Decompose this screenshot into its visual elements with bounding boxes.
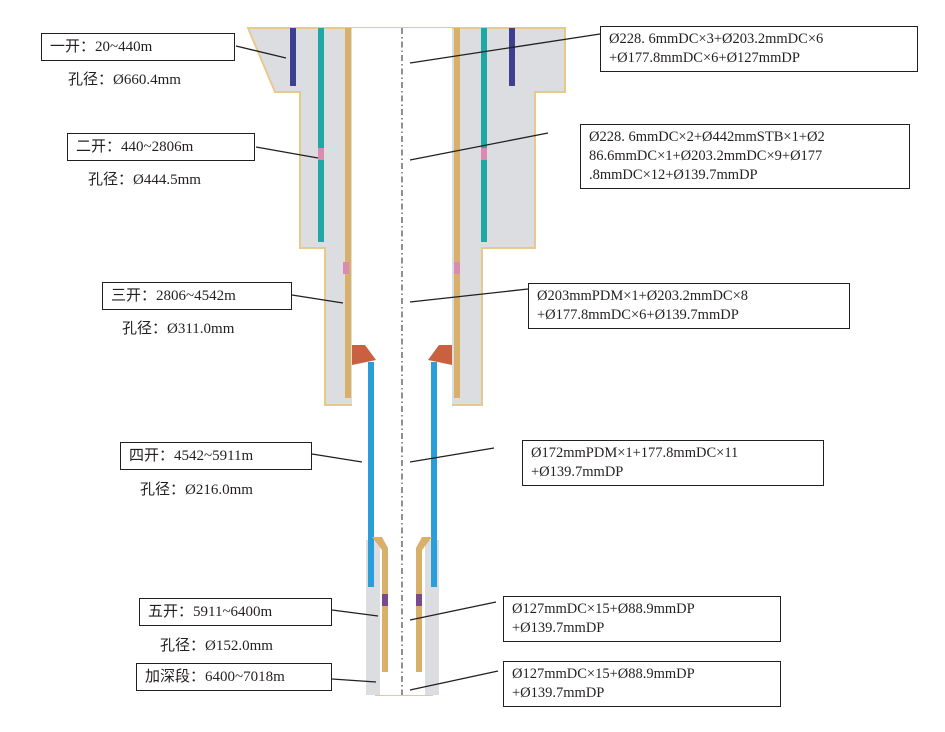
leader-section-3 bbox=[291, 294, 344, 304]
bha-spec-1-line-1: Ø228. 6mmDC×3+Ø203.2mmDC×6 bbox=[609, 31, 824, 47]
bha-spec-1: Ø228. 6mmDC×3+Ø203.2mmDC×6 +Ø177.8mmDC×6… bbox=[600, 26, 918, 72]
section-label-2: 二开：440~2806m bbox=[67, 133, 255, 161]
jar-right bbox=[416, 594, 422, 606]
collar-teal-right bbox=[481, 28, 487, 242]
bore-diameter-4: 孔径：Ø216.0mm bbox=[140, 482, 253, 498]
motor-right bbox=[428, 345, 452, 365]
leader-spec-3 bbox=[409, 288, 529, 303]
leader-section-4 bbox=[311, 453, 363, 463]
section-label-6: 加深段：6400~7018m bbox=[136, 663, 332, 691]
jar-left bbox=[382, 594, 388, 606]
crossover-left bbox=[372, 537, 388, 592]
bha-spec-6-line-2: +Ø139.7mmDP bbox=[512, 685, 605, 701]
drill-pipe-lower-left bbox=[382, 592, 388, 672]
bha-spec-4-line-2: +Ø139.7mmDP bbox=[531, 464, 624, 480]
bha-spec-5: Ø127mmDC×15+Ø88.9mmDP +Ø139.7mmDP bbox=[503, 596, 781, 642]
bore-diameter-1: 孔径：Ø660.4mm bbox=[68, 72, 181, 88]
leader-spec-2 bbox=[409, 132, 549, 161]
bha-spec-6-line-1: Ø127mmDC×15+Ø88.9mmDP bbox=[512, 666, 695, 682]
motor-left bbox=[352, 345, 376, 365]
bha-spec-6: Ø127mmDC×15+Ø88.9mmDP +Ø139.7mmDP bbox=[503, 661, 781, 707]
collar-teal-left bbox=[318, 28, 324, 242]
bha-spec-2-line-2: 86.6mmDC×1+Ø203.2mmDC×9+Ø177 bbox=[589, 148, 823, 164]
leader-section-2 bbox=[255, 146, 319, 159]
bha-spec-4-line-1: Ø172mmPDM×1+177.8mmDC×11 bbox=[531, 445, 739, 461]
section-label-1: 一开：20~440m bbox=[41, 33, 235, 61]
collar-navy-right bbox=[509, 28, 515, 86]
bha-spec-5-line-2: +Ø139.7mmDP bbox=[512, 620, 605, 636]
section-label-5: 五开：5911~6400m bbox=[139, 598, 332, 626]
bha-spec-5-line-1: Ø127mmDC×15+Ø88.9mmDP bbox=[512, 601, 695, 617]
bha-spec-3-line-1: Ø203mmPDM×1+Ø203.2mmDC×8 bbox=[537, 288, 749, 304]
bore-diameter-5: 孔径：Ø152.0mm bbox=[160, 638, 273, 654]
bha-spec-3-line-2: +Ø177.8mmDC×6+Ø139.7mmDP bbox=[537, 307, 739, 323]
crossover-right bbox=[416, 537, 432, 592]
leader-section-6 bbox=[331, 678, 377, 683]
drill-pipe-lower-right bbox=[416, 592, 422, 672]
stabilizer-right-1 bbox=[481, 148, 487, 160]
leader-section-1 bbox=[235, 45, 287, 59]
bha-spec-2-line-3: .8mmDC×12+Ø139.7mmDP bbox=[589, 167, 758, 183]
bha-spec-3: Ø203mmPDM×1+Ø203.2mmDC×8 +Ø177.8mmDC×6+Ø… bbox=[528, 283, 850, 329]
drill-pipe-left bbox=[345, 28, 351, 398]
leader-spec-5 bbox=[409, 601, 497, 621]
stabilizer-left-2 bbox=[343, 262, 349, 274]
drill-pipe-right bbox=[454, 28, 460, 398]
leader-spec-4 bbox=[409, 447, 495, 463]
stabilizer-right-2 bbox=[454, 262, 460, 274]
leader-section-5 bbox=[331, 609, 379, 617]
leader-spec-6 bbox=[409, 670, 499, 691]
bha-spec-4: Ø172mmPDM×1+177.8mmDC×11 +Ø139.7mmDP bbox=[522, 440, 824, 486]
bore-diameter-3: 孔径：Ø311.0mm bbox=[122, 321, 235, 337]
stabilizer-left-1 bbox=[318, 148, 324, 160]
section-label-3: 三开：2806~4542m bbox=[102, 282, 292, 310]
section-label-4: 四开：4542~5911m bbox=[120, 442, 312, 470]
bha-spec-2: Ø228. 6mmDC×2+Ø442mmSTB×1+Ø2 86.6mmDC×1+… bbox=[580, 124, 910, 189]
collar-blue-left bbox=[368, 362, 374, 587]
bore-diameter-2: 孔径：Ø444.5mm bbox=[88, 172, 201, 188]
leader-spec-1 bbox=[409, 33, 601, 64]
collar-navy-left bbox=[290, 28, 296, 86]
bha-spec-2-line-1: Ø228. 6mmDC×2+Ø442mmSTB×1+Ø2 bbox=[589, 129, 825, 145]
bha-spec-1-line-2: +Ø177.8mmDC×6+Ø127mmDP bbox=[609, 50, 800, 66]
collar-blue-right bbox=[431, 362, 437, 587]
